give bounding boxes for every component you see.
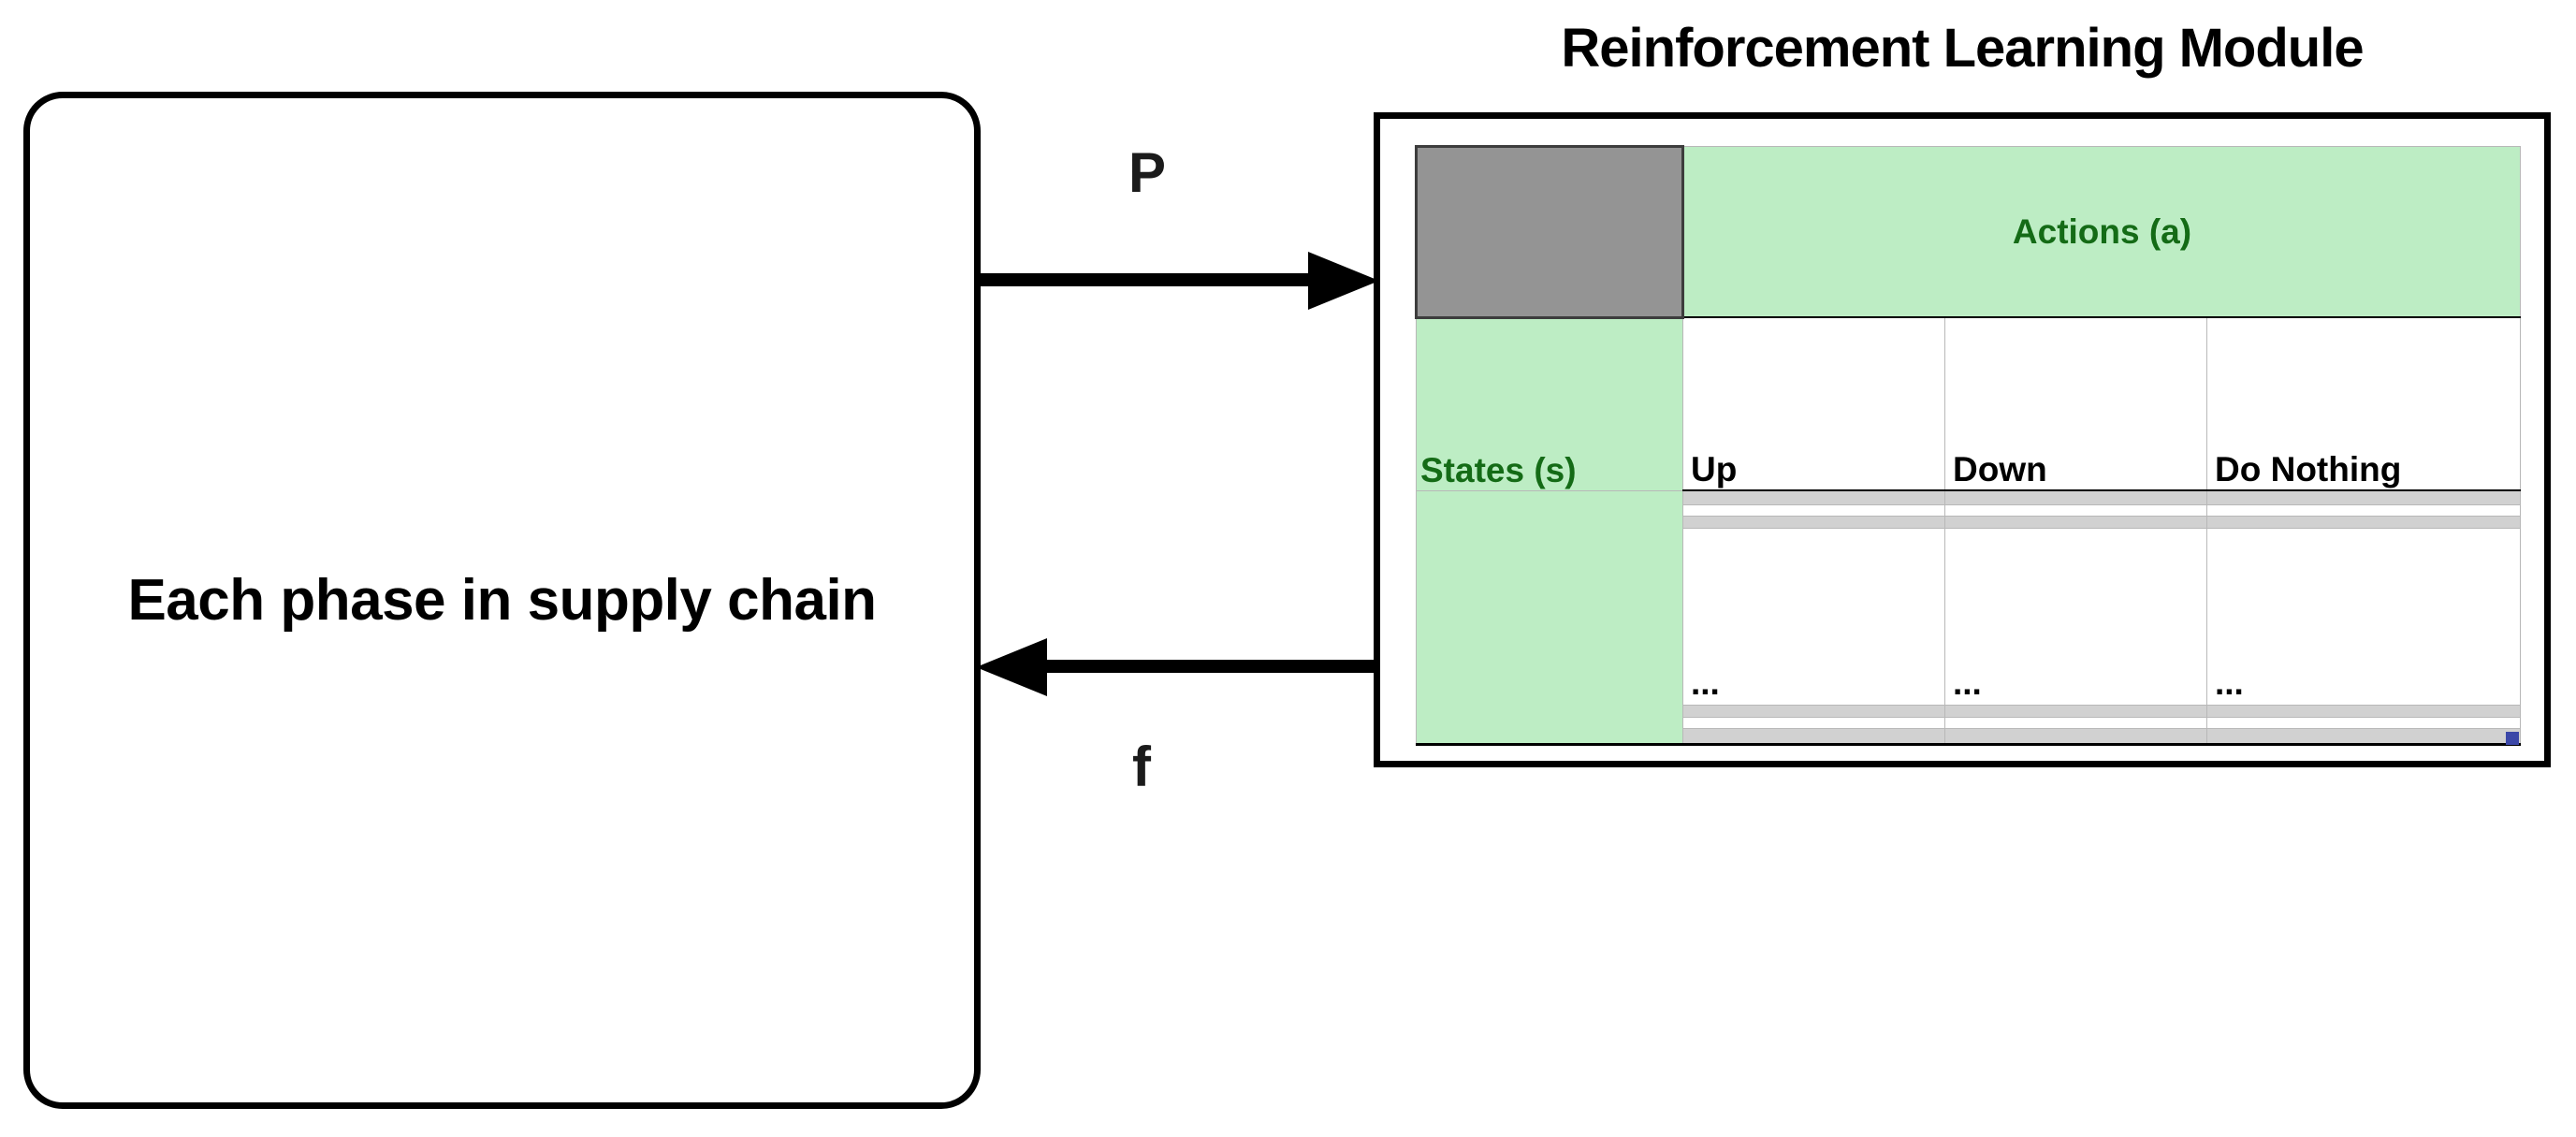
q-table-group-header-row: Actions (a) — [1415, 145, 2522, 319]
q-table-value-cell[interactable] — [1944, 516, 2207, 529]
q-table-state-cell[interactable] — [1416, 728, 1683, 746]
q-table-value-cell[interactable] — [1944, 489, 2207, 505]
q-table: Actions (a) States (s) Up Down Do Nothin… — [1415, 145, 2522, 746]
q-table-row[interactable] — [1416, 516, 2522, 529]
rl-module-title: Reinforcement Learning Module — [1561, 18, 2364, 79]
q-table-value-cell[interactable] — [2205, 503, 2522, 517]
q-table-value-cell[interactable] — [1682, 516, 1945, 529]
arrow-to-module-head-icon — [1308, 252, 1379, 310]
arrow-from-module-label: f — [1132, 736, 1151, 798]
q-table-state-cell[interactable] — [1416, 490, 1683, 505]
q-table-actions-group-header: Actions (a) — [1681, 146, 2522, 319]
q-table-value-cell[interactable] — [1682, 716, 1945, 730]
arrow-from-module-shaft — [1043, 660, 1375, 673]
arrow-to-module-label: P — [1128, 141, 1167, 204]
q-table-state-cell[interactable] — [1416, 705, 1683, 718]
q-table-value-cell[interactable] — [1682, 728, 1945, 746]
q-table-column-header-up: Up — [1682, 316, 1945, 492]
q-table-state-cell[interactable] — [1416, 717, 1683, 729]
q-table-column-header-do-nothing: Do Nothing — [2205, 316, 2522, 492]
q-table-row[interactable] — [1416, 489, 2522, 505]
q-table-state-cell[interactable] — [1416, 504, 1683, 517]
q-table-value-cell[interactable] — [1944, 503, 2207, 517]
q-table-value-cell[interactable] — [1944, 704, 2207, 718]
q-table-corner-cell[interactable] — [1415, 145, 1684, 319]
arrow-from-module-head-icon — [976, 638, 1047, 696]
supply-chain-phase-box: Each phase in supply chain — [23, 92, 981, 1109]
q-table-grid: Actions (a) States (s) Up Down Do Nothin… — [1415, 145, 2522, 746]
q-table-value-cell[interactable] — [1944, 728, 2207, 746]
q-table-state-cell[interactable] — [1416, 528, 1683, 706]
q-table-value-cell[interactable] — [2205, 489, 2522, 505]
q-table-states-header: States (s) — [1416, 316, 1683, 491]
q-table-value-cell[interactable] — [1682, 489, 1945, 505]
q-table-value-cell[interactable] — [1944, 716, 2207, 730]
q-table-value-cell[interactable] — [1682, 503, 1945, 517]
q-table-value-cell[interactable] — [2205, 704, 2522, 718]
q-table-value-cell[interactable] — [2205, 716, 2522, 730]
q-table-value-cell[interactable] — [2205, 728, 2522, 746]
q-table-row[interactable] — [1416, 728, 2522, 746]
q-table-row[interactable] — [1416, 503, 2522, 517]
q-table-value-cell[interactable]: ... — [1682, 527, 1945, 706]
rl-module-frame: Actions (a) States (s) Up Down Do Nothin… — [1374, 112, 2551, 767]
q-table-row-ellipsis[interactable]: ... ... ... — [1416, 527, 2522, 706]
arrow-to-module-shaft — [981, 273, 1313, 286]
q-table-row[interactable] — [1416, 716, 2522, 730]
q-table-row[interactable] — [1416, 704, 2522, 718]
q-table-value-cell[interactable]: ... — [1944, 527, 2207, 706]
q-table-value-cell[interactable] — [1682, 704, 1945, 718]
q-table-state-cell[interactable] — [1416, 516, 1683, 529]
q-table-header-row: States (s) Up Down Do Nothing — [1416, 316, 2522, 492]
q-table-value-cell[interactable]: ... — [2205, 527, 2522, 706]
q-table-value-cell[interactable] — [2205, 516, 2522, 529]
supply-chain-phase-label: Each phase in supply chain — [127, 567, 877, 633]
q-table-column-header-down: Down — [1944, 316, 2207, 492]
